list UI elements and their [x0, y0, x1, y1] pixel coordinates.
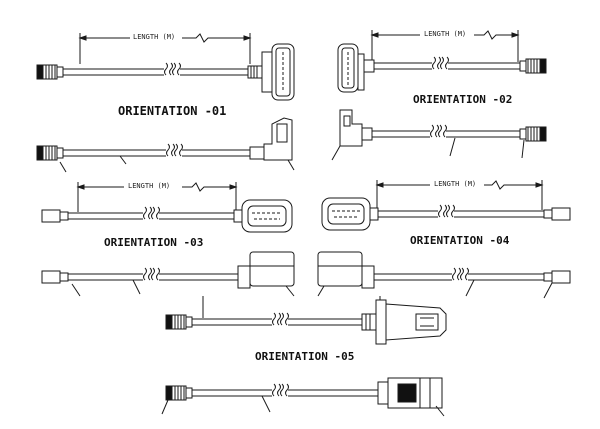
orientation-03-top-view	[41, 182, 293, 233]
orientation-02-top-view	[337, 30, 547, 93]
orientation-02-side-view	[331, 109, 547, 161]
orientation-02-label: ORIENTATION -02	[413, 93, 512, 106]
dimension-label-03: LENGTH (M)	[127, 182, 172, 190]
dimension-label-02: LENGTH (M)	[423, 30, 468, 38]
dimension-label-04: LENGTH (M)	[433, 180, 478, 188]
orientation-04-side-view	[317, 251, 571, 299]
orientation-05-top-view	[165, 296, 447, 345]
orientation-01-top-view	[36, 33, 295, 101]
orientation-05-side-view	[161, 377, 445, 417]
orientation-05-label: ORIENTATION -05	[255, 350, 354, 363]
orientation-03-label: ORIENTATION -03	[104, 236, 203, 249]
orientation-01-label: ORIENTATION -01	[118, 104, 226, 118]
orientation-04-top-view	[321, 180, 571, 231]
dimension-label-01: LENGTH (M)	[132, 33, 177, 41]
orientation-01-side-view	[36, 117, 295, 173]
orientation-03-side-view	[41, 251, 295, 297]
orientation-04-label: ORIENTATION -04	[410, 234, 510, 247]
